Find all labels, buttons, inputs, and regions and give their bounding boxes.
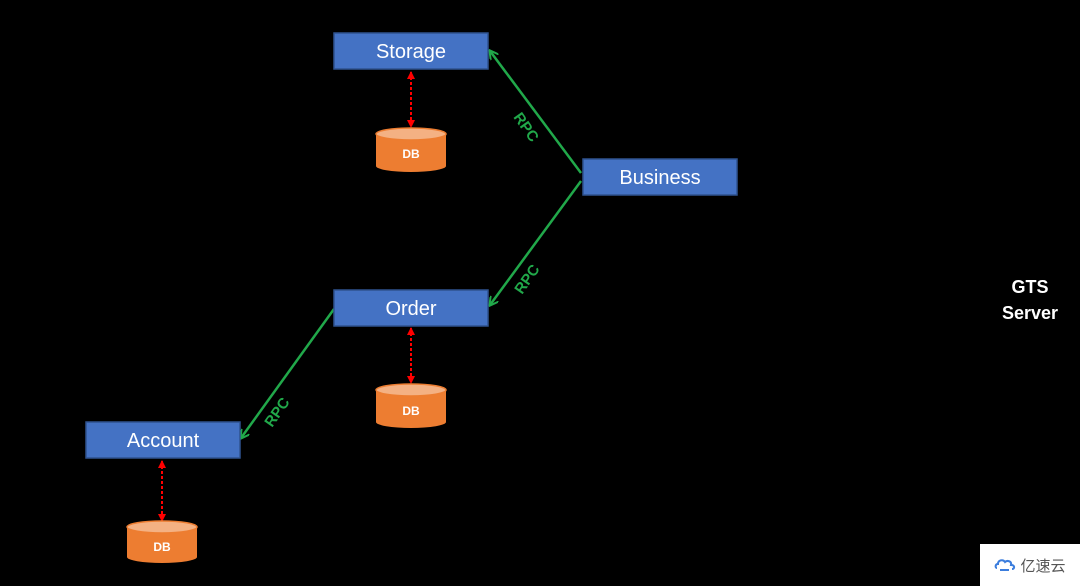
gts-server-line1: GTS xyxy=(1011,277,1049,297)
gts-server-label: GTS Server xyxy=(985,274,1075,326)
rpc-arrow-business-storage xyxy=(490,51,583,174)
rpc-arrow-business-order xyxy=(490,180,583,305)
gts-server-line2: Server xyxy=(1001,303,1059,323)
watermark-text: 亿速云 xyxy=(1020,556,1066,575)
db-order: DB xyxy=(375,383,447,428)
watermark: 亿速云 xyxy=(980,544,1080,586)
service-storage-label: Storage xyxy=(376,41,446,63)
cloud-logo-icon xyxy=(995,559,1016,571)
rpc-label-business-order: RPC xyxy=(511,261,543,297)
db-account: DB xyxy=(126,520,198,563)
rpc-arrow-order-account xyxy=(241,308,336,438)
db-storage-label: DB xyxy=(402,147,420,161)
rpc-label-order-account: RPC xyxy=(261,394,293,430)
service-account-label: Account xyxy=(127,430,200,452)
db-storage: DB xyxy=(375,127,447,172)
service-business-label: Business xyxy=(619,167,700,189)
service-storage: Storage xyxy=(333,32,489,70)
service-account: Account xyxy=(85,421,241,459)
service-order-label: Order xyxy=(385,298,436,320)
db-order-label: DB xyxy=(402,404,420,418)
service-business: Business xyxy=(582,158,738,196)
db-account-label: DB xyxy=(153,540,171,554)
service-order: Order xyxy=(333,289,489,327)
